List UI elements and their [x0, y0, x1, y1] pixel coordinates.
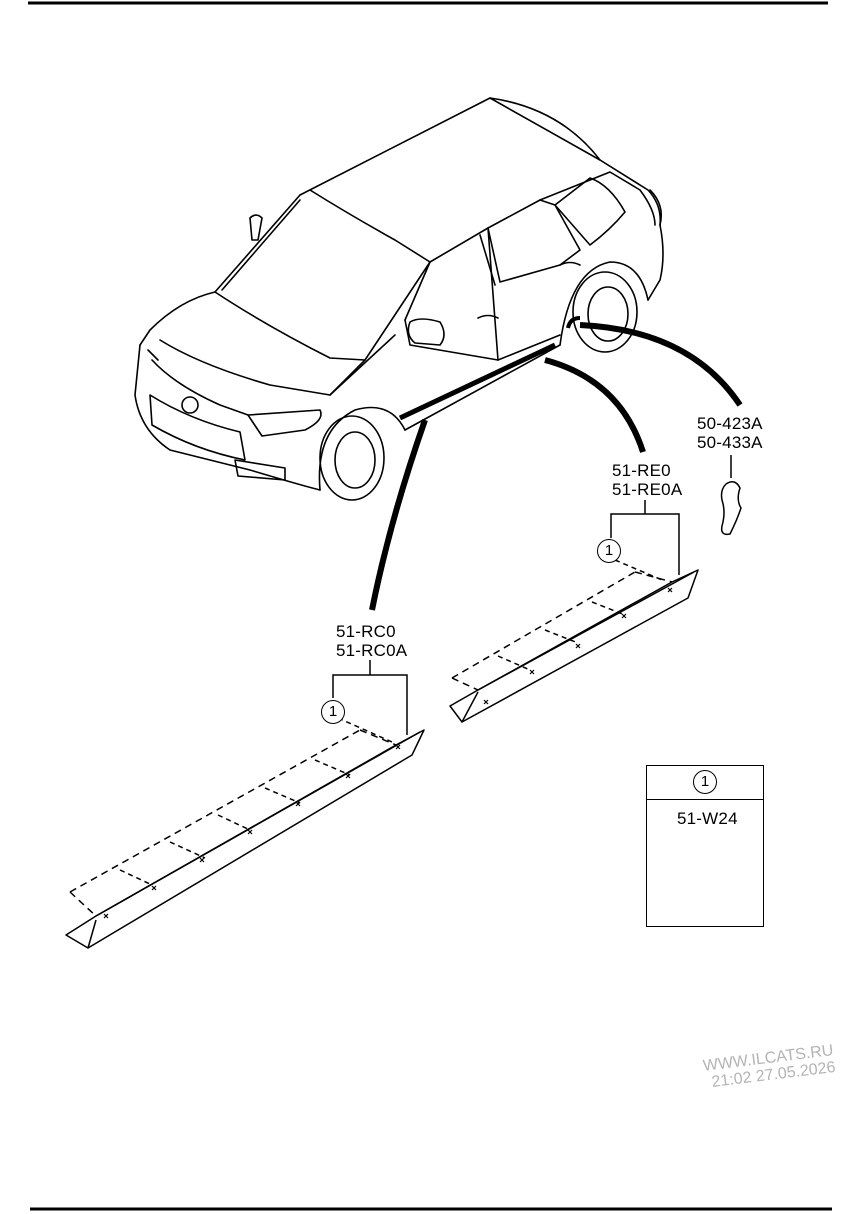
car-rear-arch-highlight: [566, 316, 581, 329]
car-illustration: [134, 97, 664, 501]
leader-mudguard: [579, 322, 743, 407]
rear-moulding-code-1: 51-RE0: [612, 461, 671, 480]
rear-sill-moulding: [449, 569, 699, 723]
front-sill-moulding: [65, 729, 425, 949]
leader-front: [369, 419, 428, 611]
mudguard-code-1: 50-423A: [697, 414, 763, 433]
rear-moulding-code-2: 51-RE0A: [612, 480, 683, 499]
car-sill-highlight: [398, 342, 557, 421]
legend-ref-callout: 1: [693, 770, 717, 794]
mudguard-code-2: 50-433A: [697, 433, 763, 452]
leader-lines: [369, 322, 743, 611]
legend-part-code: 51-W24: [677, 809, 738, 828]
clip-legend-box: 1 51-W24: [646, 765, 764, 927]
front-moulding-code-1: 51-RC0: [336, 622, 396, 641]
rear-moulding-clip-callout[interactable]: 1: [597, 539, 621, 563]
legend-divider: [647, 799, 763, 800]
mudguard-part: [720, 455, 742, 536]
leader-rear: [544, 357, 646, 453]
rear-bracket: [610, 500, 680, 581]
front-moulding-code-2: 51-RC0A: [336, 641, 408, 660]
front-bracket: [332, 660, 408, 743]
front-moulding-clip-callout[interactable]: 1: [321, 700, 345, 724]
